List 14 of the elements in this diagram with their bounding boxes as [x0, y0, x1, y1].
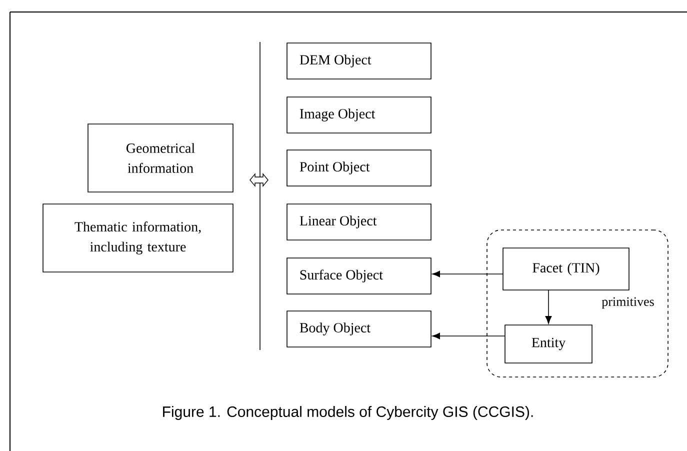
- object-box: Body Object: [286, 310, 432, 348]
- primitive-box: Entity: [504, 324, 592, 364]
- arrow: [432, 332, 506, 340]
- object-box: DEM Object: [286, 42, 432, 80]
- object-box: Surface Object: [286, 258, 432, 294]
- object-box: Image Object: [286, 96, 432, 134]
- object-box: Point Object: [286, 150, 432, 186]
- arrow: [432, 270, 504, 278]
- info-box: Geometrical information: [88, 124, 234, 192]
- info-box: Thematic information, including texture: [42, 204, 234, 272]
- primitive-box: Facet (TIN): [502, 248, 630, 290]
- caption: Figure 1. Conceptual models of Cybercity GIS (CCGIS).: [163, 406, 533, 420]
- arrow: [545, 290, 552, 324]
- object-box: Linear Object: [286, 204, 432, 240]
